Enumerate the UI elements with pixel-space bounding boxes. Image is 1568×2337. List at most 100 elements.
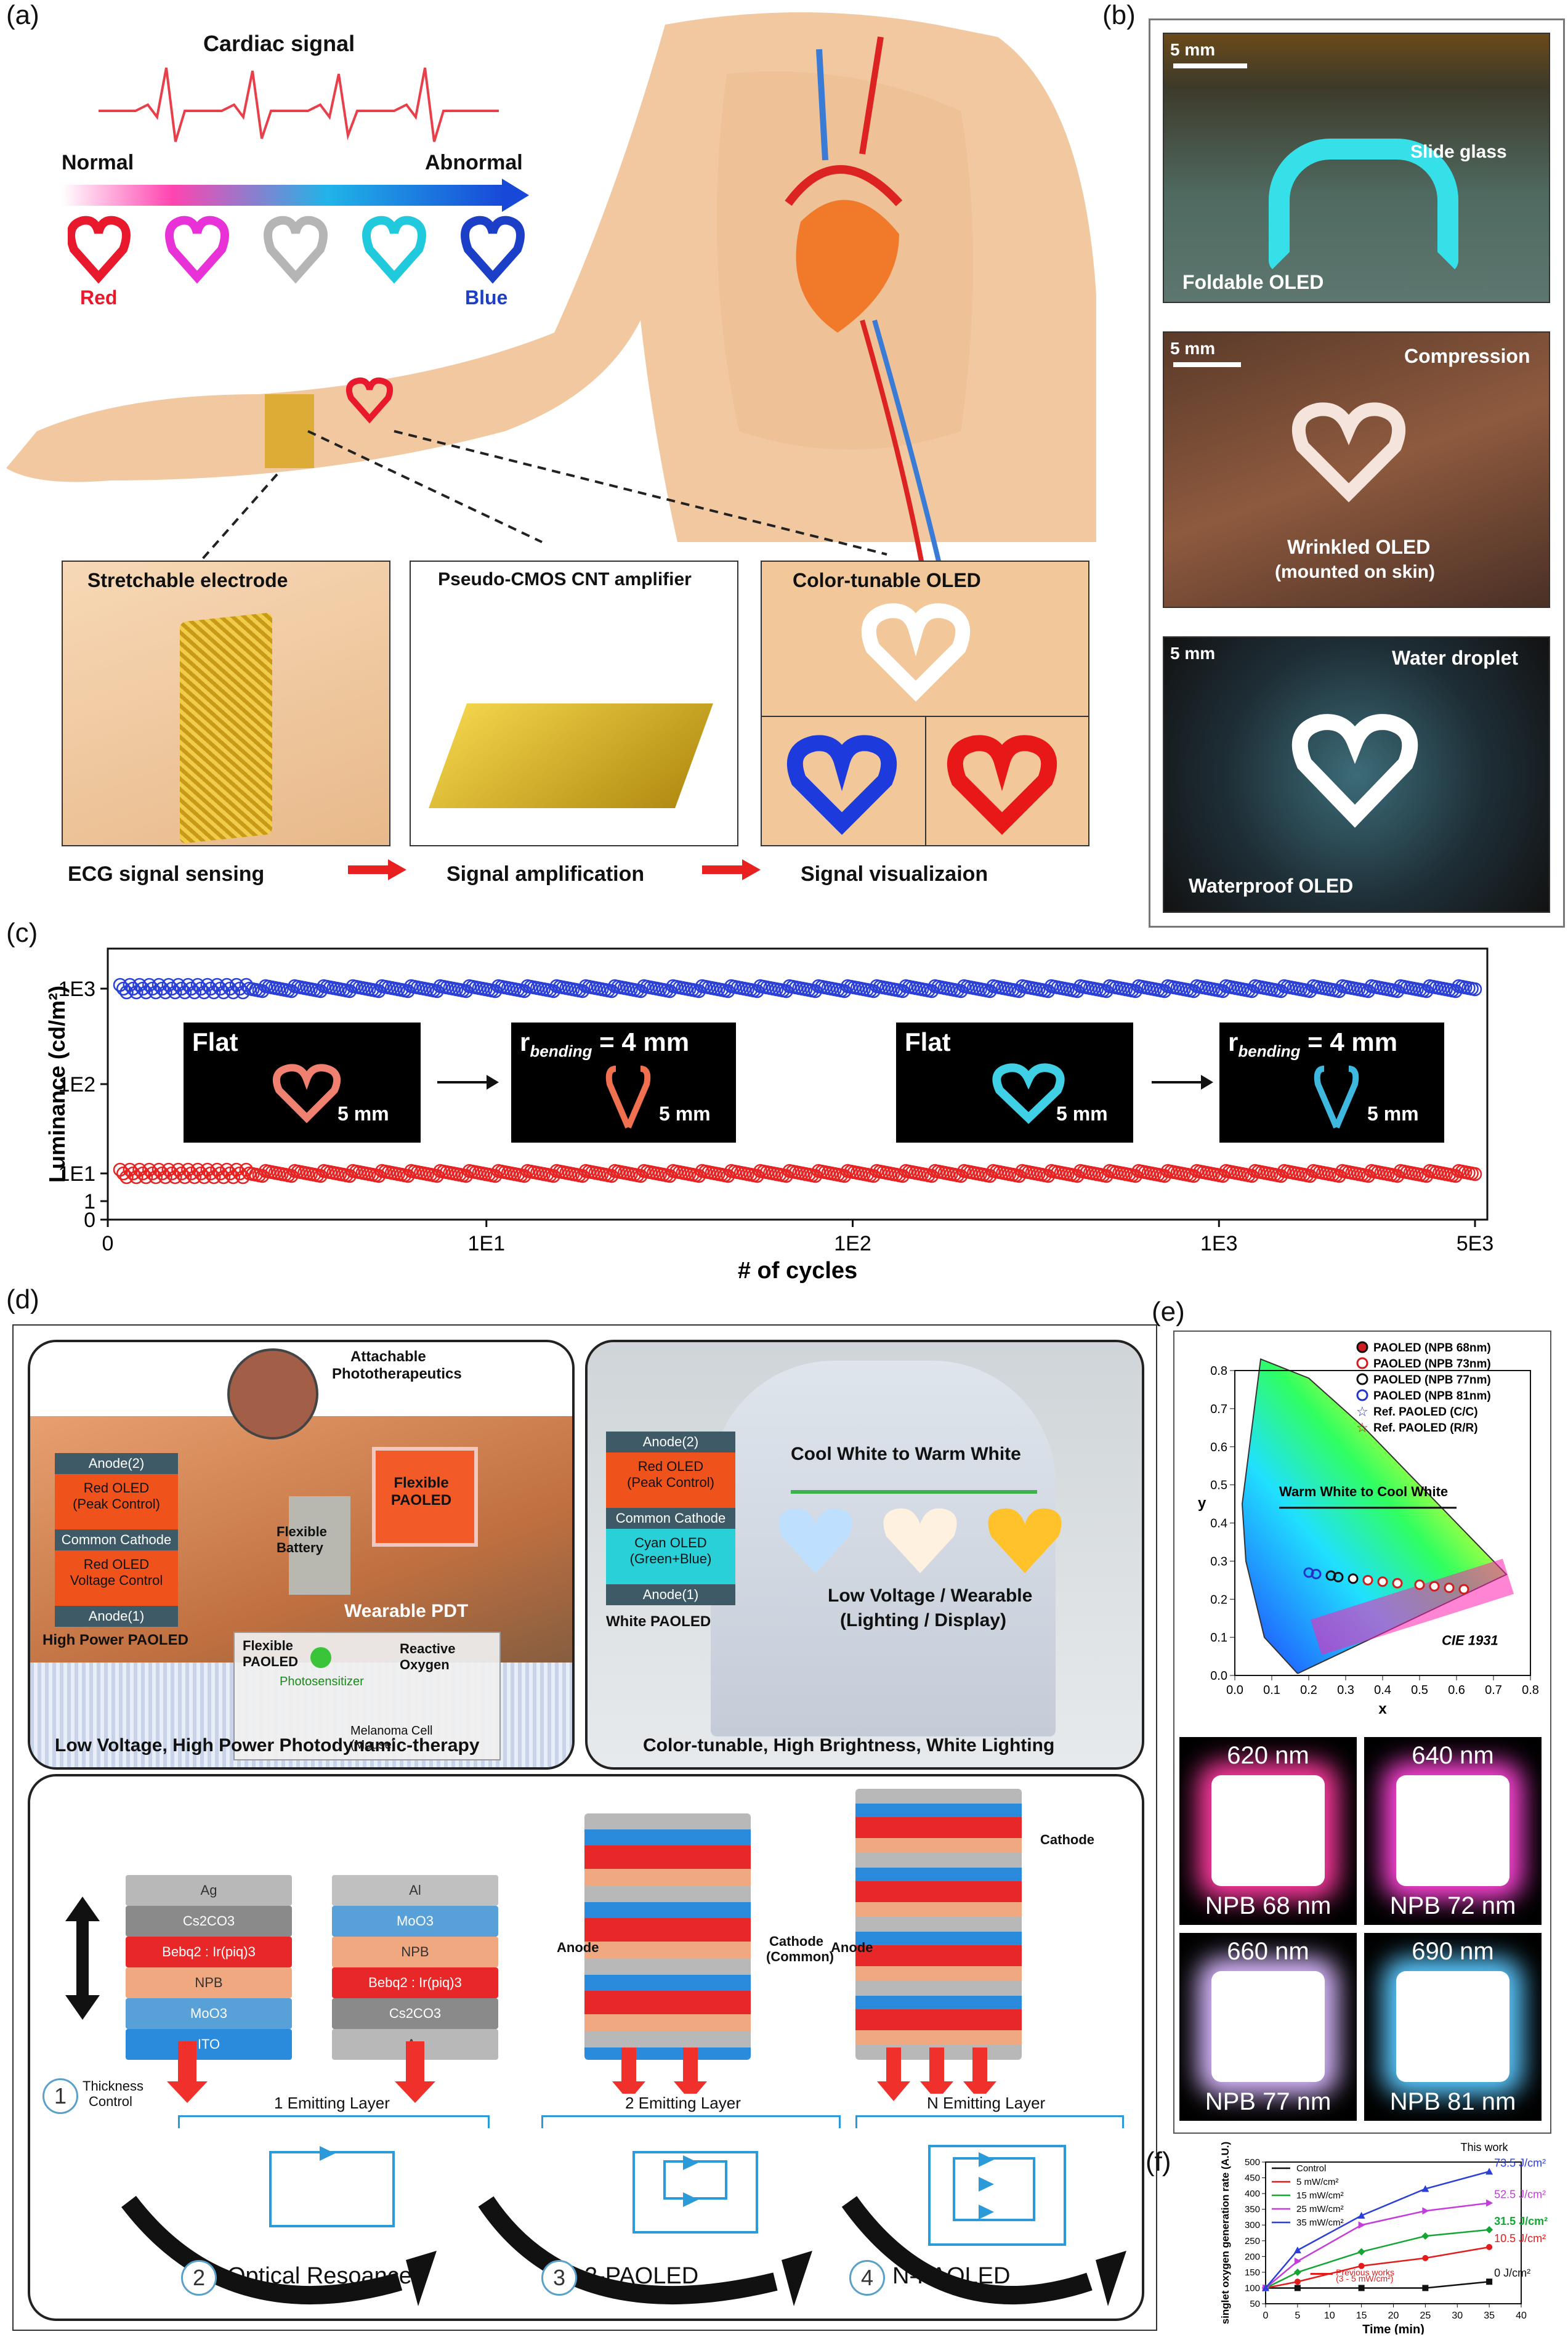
- end-label: 10.5 J/cm²: [1494, 2232, 1546, 2245]
- three-hearts: [778, 1508, 1062, 1573]
- x-tick-label: 5E3: [1457, 1232, 1494, 1255]
- emit-1-label: 1 Emitting Layer: [270, 2094, 394, 2113]
- step-amplification: Signal amplification: [447, 862, 645, 886]
- panel-label-a: (a): [6, 0, 39, 30]
- n-paoled-label: N-PAOLED: [892, 2263, 1011, 2289]
- legend-label: PAOLED (NPB 73nm): [1373, 1358, 1491, 1371]
- scale-bar-3: 5 mm: [1170, 644, 1216, 663]
- wavelength-label: 620 nm: [1227, 1742, 1309, 1769]
- cie-point: [1377, 1576, 1388, 1587]
- normal-label: Normal: [62, 151, 134, 174]
- optical-resonance-label: Optical Resoance: [227, 2263, 412, 2289]
- red-label: Red: [80, 286, 118, 309]
- stack-layer: MoO3: [332, 1906, 498, 1937]
- data-point: [1422, 2254, 1429, 2261]
- x-tick-label: 0.1: [1263, 1683, 1280, 1697]
- wearable-pdt-label: Wearable PDT: [344, 1601, 469, 1621]
- x-tick-label: 1E2: [834, 1232, 871, 1255]
- box1-title: Stretchable electrode: [87, 569, 288, 591]
- panel-label-e: (e): [1152, 1297, 1185, 1327]
- cie-point: [1429, 1581, 1440, 1592]
- y-tick-label: 0.3: [1210, 1555, 1227, 1568]
- x-tick-label: 10: [1324, 2311, 1335, 2321]
- x-tick-label: 0.5: [1411, 1683, 1428, 1697]
- box3-title: Color-tunable OLED: [793, 569, 981, 591]
- person-shirt: [711, 1361, 1056, 1736]
- x-tick-label: 0.4: [1374, 1683, 1391, 1697]
- y-tick-label: 1E2: [59, 1073, 96, 1096]
- data-point: [1422, 2285, 1429, 2291]
- data-point: [1486, 2244, 1493, 2250]
- arrow-flat-to-bend-1: [437, 1081, 490, 1083]
- emission-arrow-2: [406, 2041, 424, 2084]
- phototherapeutics-label: Phototherapeutics: [332, 1366, 462, 1382]
- step-1-badge: 1: [42, 2078, 78, 2114]
- cie-point: [1348, 1573, 1359, 1584]
- white-heart-icon: [861, 603, 971, 702]
- inset-flat-label: Flat: [192, 1027, 238, 1056]
- y-tick-label: 0.2: [1210, 1593, 1227, 1606]
- photosensitizer-dot: [310, 1647, 331, 1668]
- lighting-display-label: (Lighting / Display): [840, 1610, 1006, 1630]
- panel-a-illustration: Cardiac signal Normal Abnormal Red Blue …: [0, 0, 1109, 912]
- data-point: [1262, 2284, 1269, 2291]
- red-arrow-1-head: [388, 859, 406, 880]
- legend-label: PAOLED (NPB 81nm): [1373, 1390, 1491, 1403]
- x-tick-label: 0.7: [1485, 1683, 1502, 1697]
- legend-label: Ref. PAOLED (C/C): [1373, 1406, 1478, 1419]
- y-tick-label: 250: [1245, 2236, 1260, 2246]
- data-point: [1468, 982, 1482, 997]
- heart-5-icon: [461, 216, 525, 284]
- red-heart-icon-2: [947, 735, 1057, 835]
- foldable-label: Foldable OLED: [1182, 271, 1324, 293]
- x-tick-label: 0.2: [1300, 1683, 1317, 1697]
- y-axis-label: Luminance (cd/m²): [44, 986, 70, 1183]
- inset-bend-cyan: rbending = 4 mm 5 mm: [1219, 1023, 1444, 1143]
- heart-1-icon: [68, 216, 131, 284]
- y-tick-label: 0.7: [1210, 1403, 1227, 1416]
- cie-point: [1362, 1574, 1373, 1586]
- legend-label: 25 mW/cm²: [1296, 2204, 1344, 2214]
- inset-scale-2: 5 mm: [659, 1103, 711, 1125]
- photosensitizer-label: Photosensitizer: [280, 1675, 364, 1688]
- data-point: [1294, 2278, 1301, 2285]
- bent-heart-cyan: [1314, 1066, 1359, 1128]
- legend-label: Ref. PAOLED (R/R): [1373, 1422, 1478, 1435]
- heart-icons-row: [68, 216, 525, 284]
- x-tick-label: 20: [1388, 2311, 1399, 2321]
- mouse-diagram: [233, 1632, 501, 1760]
- flexible-paoled-patch: [372, 1447, 478, 1547]
- legend-marker: ☆: [1356, 1420, 1368, 1435]
- data-point: [1358, 2262, 1365, 2269]
- anode-label-2: Anode: [831, 1940, 873, 1955]
- y-tick-label: 0.6: [1210, 1441, 1227, 1454]
- legend-marker: [1356, 1389, 1368, 1401]
- magenta-band: [1310, 1558, 1514, 1655]
- this-work-label: This work: [1460, 2141, 1508, 2153]
- x-tick-label: 15: [1356, 2311, 1367, 2321]
- inset-flat-label-2: Flat: [905, 1027, 951, 1056]
- y-tick-label: 200: [1245, 2251, 1260, 2262]
- pdt-box: Attachable Phototherapeutics Anode(2) Re…: [28, 1340, 575, 1770]
- blue-label: Blue: [465, 286, 508, 309]
- scale-bar-1: 5 mm: [1170, 40, 1216, 59]
- y-tick-label: 150: [1245, 2267, 1260, 2278]
- cathode-label-2: Cathode: [1040, 1832, 1094, 1847]
- compression-label: Compression: [1404, 345, 1530, 367]
- legend-label: 35 mW/cm²: [1296, 2218, 1344, 2228]
- amplifier-chip: [429, 703, 713, 808]
- series-red: [113, 1162, 1482, 1185]
- heart-red-inset: [273, 1064, 341, 1124]
- inset-bend-label: rbending = 4 mm: [520, 1027, 690, 1061]
- white-paoled-label: White PAOLED: [606, 1613, 711, 1630]
- series-4: [1262, 2168, 1493, 2291]
- cool-warm-label: Cool White to Warm White: [791, 1444, 1021, 1464]
- arrow-flat-to-bend-2: [1152, 1081, 1204, 1083]
- data-point: [1485, 2226, 1493, 2234]
- flexible-paoled-label-2: Flexible PAOLED: [243, 1638, 299, 1669]
- y-tick-label: 0: [84, 1209, 95, 1232]
